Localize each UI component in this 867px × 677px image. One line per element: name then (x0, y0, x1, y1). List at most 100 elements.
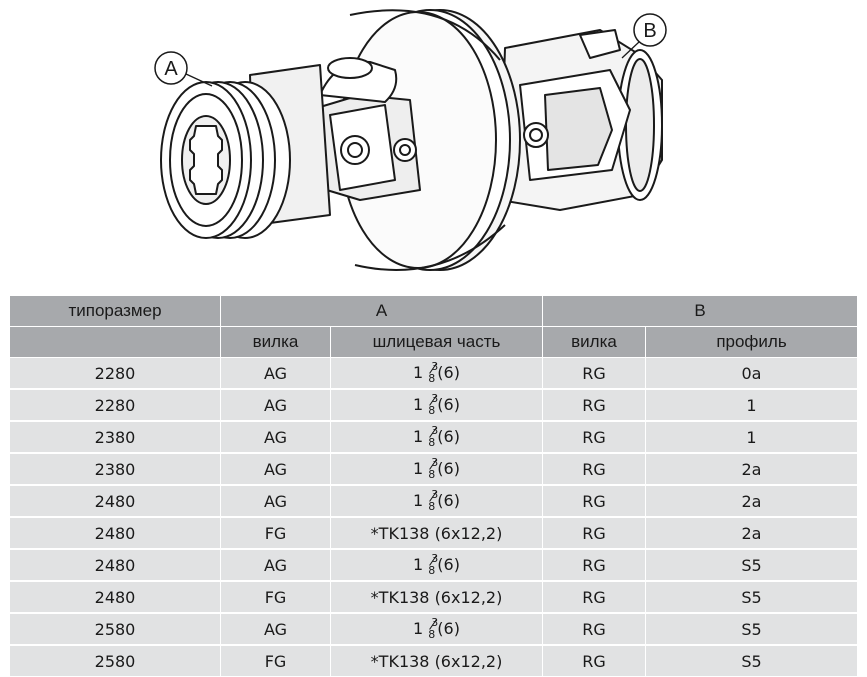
cell-spline: 1 38(6) (330, 484, 543, 518)
cell-spline: 1 38(6) (330, 420, 543, 454)
cell-spline: 1 38(6) (330, 452, 543, 486)
spline-teeth: (6) (437, 459, 460, 479)
spline-value: *TK138 (6x12,2) (370, 587, 503, 607)
spline-whole: 1 (413, 363, 424, 383)
cell-size: 2480 (9, 548, 221, 582)
spline-denominator: 8 (428, 467, 436, 481)
cell-b-yoke: RG (542, 420, 646, 454)
callout-b-label: B (643, 20, 656, 42)
spline-fraction: 38 (428, 457, 438, 481)
spline-value: 1 38(6) (413, 457, 460, 481)
spline-denominator: 8 (428, 403, 436, 417)
spline-value: 1 38(6) (413, 361, 460, 385)
cell-a-yoke: AG (220, 420, 331, 454)
cardan-joint-illustration: A B (154, 9, 667, 271)
cell-spline: 1 38(6) (330, 612, 543, 646)
spline-fraction: 38 (428, 361, 438, 385)
cell-a-yoke: AG (220, 548, 331, 582)
header-a-yoke: вилка (220, 326, 331, 358)
header-a-spline: шлицевая часть (330, 326, 543, 358)
cell-spline: 1 38(6) (330, 357, 543, 390)
cell-size: 2580 (9, 644, 221, 677)
header-group-a: A (220, 295, 543, 327)
spec-table: типоразмер A B вилка шлицевая часть вилк… (9, 295, 858, 677)
cell-a-yoke: AG (220, 484, 331, 518)
spline-value: *TK138 (6x12,2) (370, 651, 503, 671)
cell-a-yoke: AG (220, 612, 331, 646)
header-size: типоразмер (9, 295, 221, 327)
spline-value: 1 38(6) (413, 489, 460, 513)
cell-profile: 2a (645, 484, 858, 518)
cell-b-yoke: RG (542, 580, 646, 614)
callout-a-label: A (164, 58, 178, 80)
spline-denominator: 8 (428, 499, 436, 513)
spline-value: 1 38(6) (413, 425, 460, 449)
cell-b-yoke: RG (542, 357, 646, 390)
cell-spline: 1 38(6) (330, 388, 543, 422)
cell-b-yoke: RG (542, 452, 646, 486)
cell-profile: S5 (645, 644, 858, 677)
header-group-b: B (542, 295, 858, 327)
cell-a-yoke: FG (220, 580, 331, 614)
spline-denominator: 8 (428, 435, 436, 449)
cell-size: 2480 (9, 516, 221, 550)
spline-fraction: 38 (428, 489, 438, 513)
cell-size: 2280 (9, 388, 221, 422)
cell-a-yoke: FG (220, 644, 331, 677)
cell-a-yoke: AG (220, 388, 331, 422)
cell-b-yoke: RG (542, 548, 646, 582)
cell-size: 2480 (9, 580, 221, 614)
spline-fraction: 38 (428, 553, 438, 577)
spline-whole: 1 (413, 427, 424, 447)
table-subheader-row: вилка шлицевая часть вилка профиль (9, 326, 858, 358)
cell-profile: 1 (645, 420, 858, 454)
cell-profile: S5 (645, 548, 858, 582)
cell-b-yoke: RG (542, 484, 646, 518)
cell-spline: *TK138 (6x12,2) (330, 580, 543, 614)
spline-denominator: 8 (428, 563, 436, 577)
spline-teeth: (6) (437, 427, 460, 447)
cell-profile: S5 (645, 612, 858, 646)
cell-size: 2280 (9, 357, 221, 390)
table-header-row: типоразмер A B (9, 295, 858, 327)
spline-fraction: 38 (428, 617, 438, 641)
cell-a-yoke: AG (220, 357, 331, 390)
spline-teeth: (6) (437, 395, 460, 415)
cell-b-yoke: RG (542, 644, 646, 677)
spline-teeth: (6) (437, 555, 460, 575)
cell-size: 2580 (9, 612, 221, 646)
cell-b-yoke: RG (542, 388, 646, 422)
cell-profile: S5 (645, 580, 858, 614)
cell-profile: 0a (645, 357, 858, 390)
spline-whole: 1 (413, 555, 424, 575)
cell-b-yoke: RG (542, 612, 646, 646)
spline-whole: 1 (413, 491, 424, 511)
cell-size: 2480 (9, 484, 221, 518)
spline-denominator: 8 (428, 371, 436, 385)
cell-spline: 1 38(6) (330, 548, 543, 582)
cell-profile: 1 (645, 388, 858, 422)
spline-whole: 1 (413, 395, 424, 415)
cell-a-yoke: AG (220, 452, 331, 486)
spline-whole: 1 (413, 459, 424, 479)
spline-denominator: 8 (428, 627, 436, 641)
spline-fraction: 38 (428, 425, 438, 449)
cell-spline: *TK138 (6x12,2) (330, 516, 543, 550)
spline-value: 1 38(6) (413, 553, 460, 577)
cardan-joint-drawing: A B (0, 0, 867, 290)
spline-teeth: (6) (437, 363, 460, 383)
spline-teeth: (6) (437, 491, 460, 511)
cell-size: 2380 (9, 452, 221, 486)
cell-size: 2380 (9, 420, 221, 454)
